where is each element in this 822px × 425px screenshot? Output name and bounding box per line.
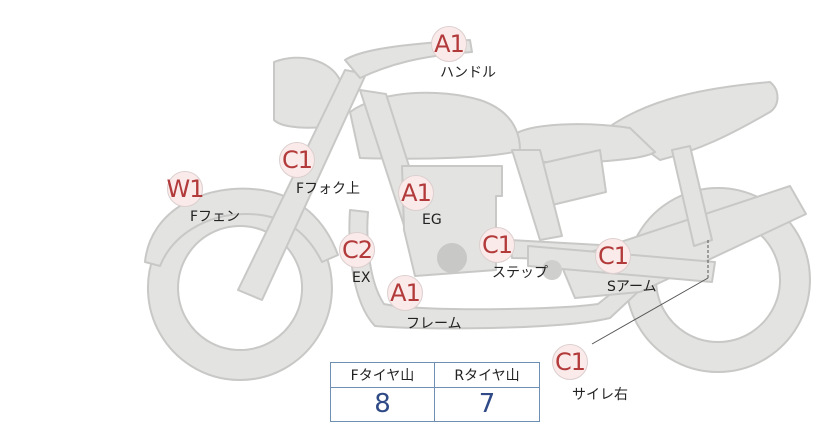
part-label-swingarm: Sアーム (607, 279, 657, 295)
part-label-front-fender: Fフェン (190, 209, 241, 225)
part-label-handle: ハンドル (440, 65, 496, 81)
rear-fender (611, 81, 779, 161)
rear-tread-value: 7 (478, 389, 496, 419)
grade-marker-engine[interactable]: A1 (398, 175, 434, 211)
tread-value-row: 8 7 (331, 387, 539, 421)
tire-tread-table: Fタイヤ山 Rタイヤ山 8 7 (330, 362, 540, 422)
grade-marker-exhaust[interactable]: C2 (339, 232, 375, 268)
footpeg-detail (542, 260, 562, 280)
grade-marker-frame[interactable]: A1 (387, 275, 423, 311)
rear-shock (671, 145, 713, 247)
grade-marker-swingarm[interactable]: C1 (595, 238, 631, 274)
grade-marker-step[interactable]: C1 (479, 227, 515, 263)
front-tread-header: Fタイヤ山 (331, 363, 435, 387)
part-label-fork: Fフォク上 (296, 181, 361, 197)
part-label-step: ステップ (492, 265, 548, 281)
exhaust-pipe (348, 209, 641, 330)
rear-tread-header: Rタイヤ山 (454, 368, 520, 384)
grade-marker-front-fender[interactable]: W1 (167, 171, 205, 207)
part-label-muffler: サイレ右 (572, 387, 628, 403)
grade-marker-handle[interactable]: A1 (431, 26, 467, 62)
rear-frame-loop (511, 149, 563, 241)
part-label-engine: EG (422, 212, 442, 228)
part-label-frame: フレーム (406, 316, 462, 332)
tread-header-row: Fタイヤ山 Rタイヤ山 (331, 363, 539, 388)
muffler-leader-line (591, 277, 709, 345)
engine-case-detail (437, 243, 467, 273)
grade-marker-fork[interactable]: C1 (279, 142, 315, 178)
grade-marker-muffler[interactable]: C1 (552, 344, 588, 380)
front-tread-value: 8 (331, 387, 435, 421)
part-label-exhaust: EX (352, 270, 371, 286)
